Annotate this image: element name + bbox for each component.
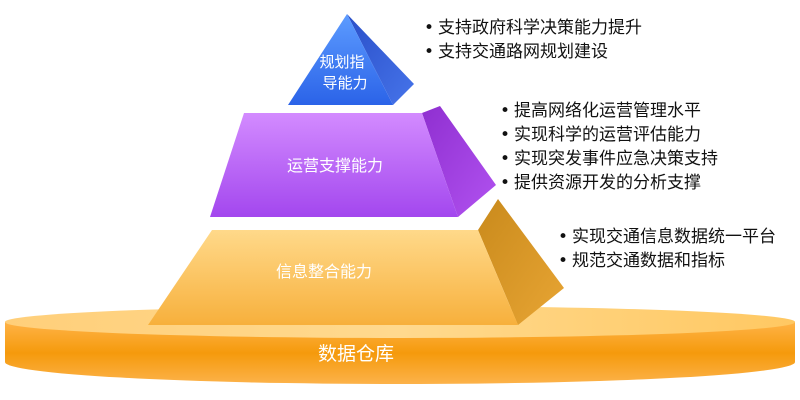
list-item: 实现科学的运营评估能力 [498,123,718,147]
tier-information-integration: 信息整合能力 [148,199,564,325]
base-label: 数据仓库 [318,343,394,365]
tier2-front [210,113,458,217]
list-item: 支持政府科学决策能力提升 [422,16,642,40]
tier3-label: 信息整合能力 [276,262,372,281]
operation-bullet-list: 提高网络化运营管理水平 实现科学的运营评估能力 实现突发事件应急决策支持 提供资… [498,99,718,195]
list-item: 提供资源开发的分析支撑 [498,171,718,195]
tier2-label: 运营支撑能力 [287,156,383,175]
tier2-side [422,106,496,217]
list-item: 规范交通数据和指标 [556,249,776,273]
tier1-front [288,14,393,105]
integration-bullet-list: 实现交通信息数据统一平台 规范交通数据和指标 [556,225,776,273]
tier1-side [347,14,414,105]
tier1-label-line2: 导能力 [322,74,367,92]
list-item: 支持交通路网规划建设 [422,40,642,64]
tier3-front [148,230,518,325]
tier3-side [478,199,564,325]
tier-operation-support: 运营支撑能力 [210,106,496,217]
tier1-label-line1: 规划指 [319,53,364,71]
base-side [5,322,795,384]
tier-planning-guidance: 规划指 导能力 [288,14,414,105]
list-item: 实现突发事件应急决策支持 [498,147,718,171]
list-item: 实现交通信息数据统一平台 [556,225,776,249]
list-item: 提高网络化运营管理水平 [498,99,718,123]
planning-bullet-list: 支持政府科学决策能力提升 支持交通路网规划建设 [422,16,642,64]
